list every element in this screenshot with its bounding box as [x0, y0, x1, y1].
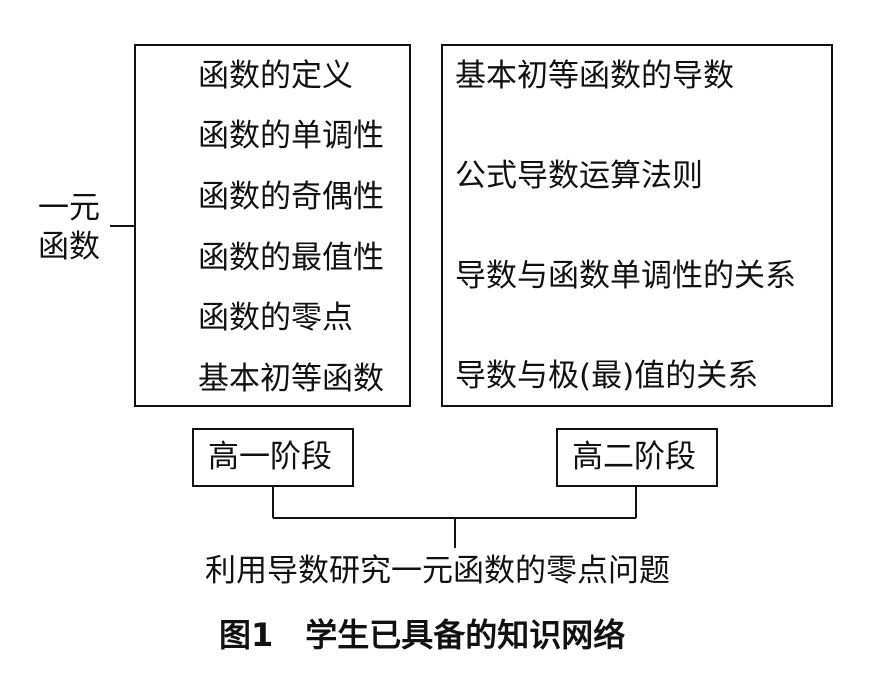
figure-caption: 图1 学生已具备的知识网络 [219, 616, 626, 654]
list-item: 函数的单调性 [198, 118, 384, 154]
list-item: 公式导数运算法则 [455, 158, 703, 194]
list-item: 导数与函数单调性的关系 [455, 258, 796, 294]
list-item: 函数的零点 [198, 300, 353, 336]
list-item: 函数的奇偶性 [198, 179, 384, 215]
list-item: 函数的最值性 [198, 240, 384, 276]
stage-label: 高二阶段 [572, 439, 696, 475]
derivative-knowledge-box: 基本初等函数的导数 公式导数运算法则 导数与函数单调性的关系 导数与极(最)值的… [441, 44, 833, 407]
function-knowledge-box: 函数的定义 函数的单调性 函数的奇偶性 函数的最值性 函数的零点 基本初等函数 [134, 44, 411, 407]
list-item: 函数的定义 [198, 58, 353, 94]
stage-box-grade-one: 高一阶段 [192, 428, 354, 487]
stage-box-grade-two: 高二阶段 [556, 428, 718, 487]
goal-text: 利用导数研究一元函数的零点问题 [205, 553, 670, 589]
list-item: 基本初等函数 [198, 361, 384, 397]
list-item: 基本初等函数的导数 [455, 58, 734, 94]
stage-label: 高一阶段 [208, 439, 332, 475]
topic-label-line1: 一元 [38, 190, 100, 226]
list-item: 导数与极(最)值的关系 [455, 358, 759, 394]
topic-label-line2: 函数 [38, 229, 100, 265]
